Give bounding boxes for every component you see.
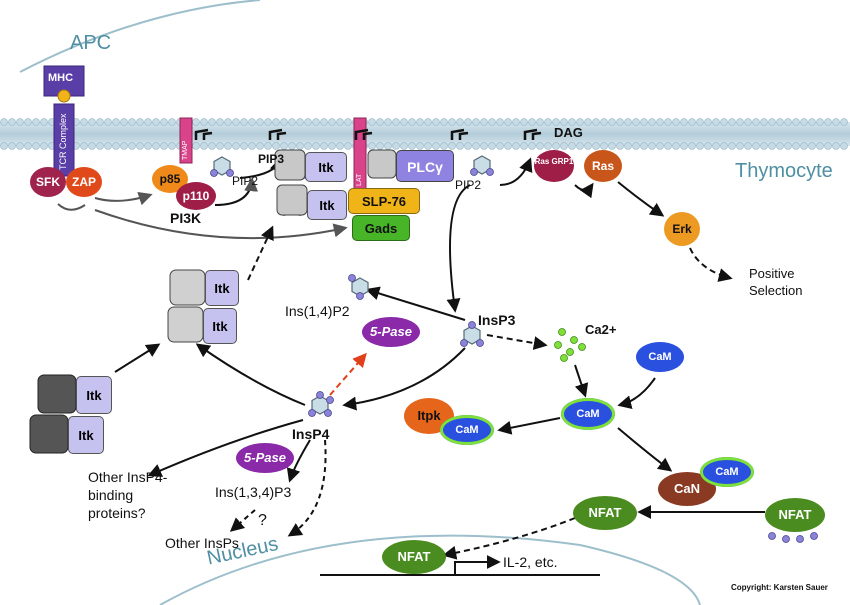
lower-itk-2-label: Itk <box>78 428 94 443</box>
upper-itk-grey-1 <box>169 269 206 306</box>
lat-label: LAT <box>356 173 363 186</box>
upper-itk-1-label: Itk <box>214 281 230 296</box>
cam-can-label: CaM <box>715 466 739 478</box>
pase-top-node: 5-Pase <box>362 317 420 347</box>
lipid-tails <box>194 128 542 140</box>
p110-node: p110 <box>176 182 216 210</box>
upper-itk-2-label: Itk <box>212 319 228 334</box>
pi3k-label: PI3K <box>170 210 202 226</box>
question-mark: ? <box>258 512 267 529</box>
pip3-label: PIP3 <box>258 152 285 166</box>
lower-itk-grey-1 <box>37 374 77 414</box>
arrows <box>57 157 765 576</box>
pase-top-label: 5-Pase <box>370 324 412 339</box>
other-insps-label: Other InsPs <box>165 535 239 551</box>
calcium-ions <box>554 328 586 362</box>
insp4-label: InsP4 <box>292 426 330 442</box>
gads-node: Gads <box>352 215 410 241</box>
membrane-itk-grey-2 <box>276 184 308 216</box>
ins14p2-label: Ins(1,4)P2 <box>285 303 350 319</box>
plcg-node: PLCγ <box>396 150 454 182</box>
lower-itk-1-label: Itk <box>86 388 102 403</box>
upper-itk-2: Itk <box>203 308 237 344</box>
tcr-label: TCR Complex <box>58 113 68 170</box>
erk-node: Erk <box>664 212 700 246</box>
other-binding-label: Other InsP4-binding proteins? <box>88 469 168 521</box>
gads-label: Gads <box>364 221 398 236</box>
membrane-itk-1-label: Itk <box>318 160 334 175</box>
mhc-label: MHC <box>48 72 74 84</box>
upper-itk-1: Itk <box>205 270 239 306</box>
zap-label: ZAP <box>72 175 96 189</box>
upper-itk-grey-2 <box>167 306 204 343</box>
apc-label: APC <box>70 32 112 54</box>
calcium-label: Ca2+ <box>585 322 617 337</box>
sfk-label: SFK <box>36 175 60 189</box>
plcg-label: PLCγ <box>407 159 443 175</box>
lower-itk-1: Itk <box>76 376 112 414</box>
nfat-cyto-node: NFAT <box>573 496 637 530</box>
cam-can-node: CaM <box>700 457 754 487</box>
zap-node: ZAP <box>66 167 102 197</box>
nfat-nucleus-node: NFAT <box>382 540 446 574</box>
lower-itk-grey-2 <box>29 414 69 454</box>
rasgrp1-label: Ras GRP1 <box>534 157 574 166</box>
nfat-nucleus-label: NFAT <box>397 549 431 564</box>
pase-bottom-label: 5-Pase <box>244 450 286 465</box>
cam-itpk-label: CaM <box>455 424 479 436</box>
il2-label: IL-2, etc. <box>503 554 558 570</box>
thymocyte-label: Thymocyte <box>735 160 833 182</box>
ras-node: Ras <box>584 150 622 182</box>
tmap-bar <box>179 117 193 164</box>
apc-membrane-curve <box>19 0 261 73</box>
cam-free-label: CaM <box>648 351 672 363</box>
ins134p3-label: Ins(1,3,4)P3 <box>215 484 292 500</box>
membrane-itk-1: Itk <box>305 152 347 182</box>
sfk-node: SFK <box>30 167 66 197</box>
nfat-phos-node: NFAT <box>765 498 825 532</box>
rasgrp1-node: Ras GRP1 <box>534 150 574 182</box>
membrane-itk-2-label: Itk <box>319 198 335 213</box>
membrane-itk-2: Itk <box>307 190 347 220</box>
slp76-label: SLP-76 <box>361 194 407 209</box>
pip2-left-label: PIP2 <box>232 174 259 188</box>
p85-label: p85 <box>159 172 181 186</box>
cam-center-node: CaM <box>561 398 615 430</box>
positive-selection-label: Positive Selection <box>749 266 803 298</box>
p110-label: p110 <box>182 189 210 203</box>
can-node: CaN <box>658 472 716 506</box>
insp3-label: InsP3 <box>478 312 516 328</box>
erk-label: Erk <box>672 222 692 236</box>
nfat-phos-label: NFAT <box>778 507 812 522</box>
tmap-label: TMAP <box>182 140 189 160</box>
pase-bottom-node: 5-Pase <box>236 443 294 473</box>
cam-itpk-node: CaM <box>440 415 494 445</box>
nfat-cyto-label: NFAT <box>588 505 622 520</box>
peptide-dot <box>57 89 71 103</box>
itpk-label: Itpk <box>417 408 441 423</box>
ras-label: Ras <box>591 159 614 173</box>
nucleus-membrane-curve <box>159 534 701 605</box>
slp76-node: SLP-76 <box>348 188 420 214</box>
can-label: CaN <box>673 481 700 496</box>
cell-membrane <box>0 118 850 150</box>
lower-itk-2: Itk <box>68 416 104 454</box>
membrane-plc-grey <box>367 149 397 179</box>
cam-center-label: CaM <box>576 408 600 420</box>
pip2-right-label: PIP2 <box>455 178 482 192</box>
cam-free-node: CaM <box>636 342 684 372</box>
dag-label: DAG <box>554 125 583 140</box>
copyright-label: Copyright: Karsten Sauer <box>731 583 828 592</box>
